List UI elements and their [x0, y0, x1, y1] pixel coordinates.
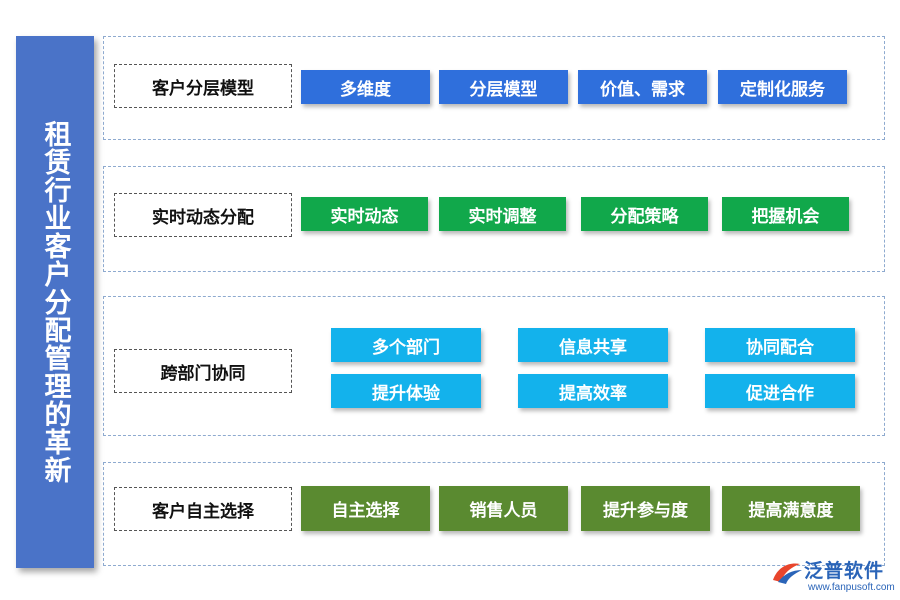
row-self-selection: 客户自主选择 自主选择 销售人员 提升参与度 提高满意度 — [103, 462, 885, 566]
tag-box: 提升参与度 — [581, 486, 710, 531]
tag-box: 多个部门 — [331, 328, 481, 362]
brand-logo: 泛普软件 www.fanpusoft.com — [770, 556, 896, 598]
row-label: 实时动态分配 — [114, 193, 292, 237]
tag-box: 自主选择 — [301, 486, 430, 531]
row-customer-tiering: 客户分层模型 多维度 分层模型 价值、需求 定制化服务 — [103, 36, 885, 140]
fanpu-logo-icon — [773, 563, 802, 584]
tag-box: 信息共享 — [518, 328, 668, 362]
tag-box: 分层模型 — [439, 70, 568, 104]
tag-box: 价值、需求 — [578, 70, 707, 104]
brand-name: 泛普软件 — [804, 560, 885, 582]
tag-box: 提高效率 — [518, 374, 668, 408]
diagram-title: 租赁行业客户分配管理的革新 — [39, 120, 71, 484]
tag-box: 实时调整 — [439, 197, 566, 231]
tag-box: 定制化服务 — [718, 70, 847, 104]
row-label: 跨部门协同 — [114, 349, 292, 393]
row-label: 客户分层模型 — [114, 64, 292, 108]
tag-box: 促进合作 — [705, 374, 855, 408]
tag-box: 多维度 — [301, 70, 430, 104]
row-realtime-allocation: 实时动态分配 实时动态 实时调整 分配策略 把握机会 — [103, 166, 885, 272]
row-cross-department: 跨部门协同 多个部门 信息共享 协同配合 提升体验 提高效率 促进合作 — [103, 296, 885, 436]
tag-box: 提升体验 — [331, 374, 481, 408]
tag-box: 提高满意度 — [722, 486, 860, 531]
row-label: 客户自主选择 — [114, 487, 292, 531]
tag-box: 把握机会 — [722, 197, 849, 231]
tag-box: 实时动态 — [301, 197, 428, 231]
tag-box: 协同配合 — [705, 328, 855, 362]
title-bar: 租赁行业客户分配管理的革新 — [16, 36, 94, 568]
brand-url: www.fanpusoft.com — [808, 582, 895, 593]
tag-box: 分配策略 — [581, 197, 708, 231]
tag-box: 销售人员 — [439, 486, 568, 531]
